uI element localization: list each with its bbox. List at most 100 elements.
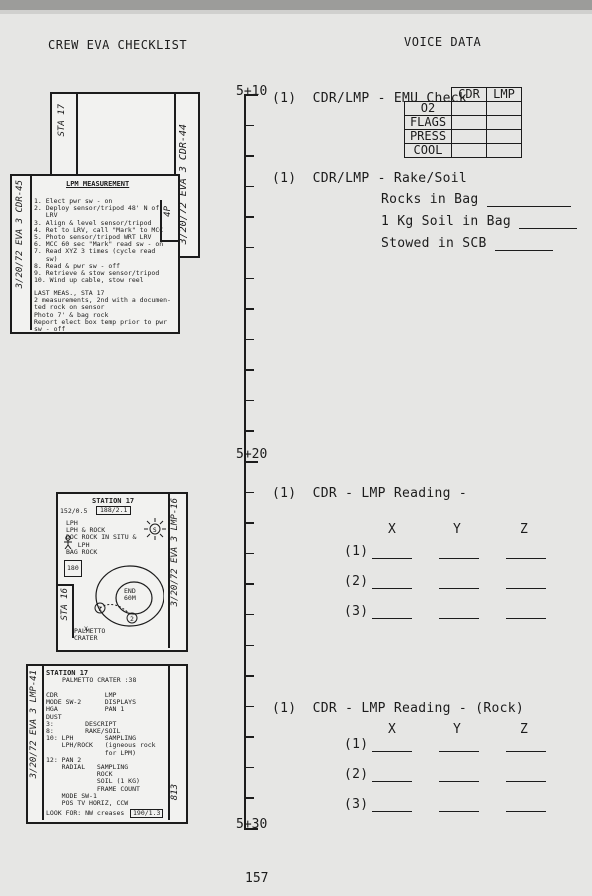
timeline-tick: [244, 94, 258, 96]
svg-text:S: S: [153, 527, 157, 534]
reading-blank[interactable]: [439, 751, 479, 752]
soil-in-bag-line: 1 Kg Soil in Bag: [381, 214, 578, 229]
timeline-tick: [244, 522, 254, 524]
step-number: (1): [272, 486, 297, 501]
emu-row-cool: COOL: [404, 143, 452, 158]
sun-icon: S: [144, 518, 166, 540]
axis-z-header: Z: [520, 522, 529, 537]
timeline-tick: [244, 583, 254, 585]
emu-cell[interactable]: [486, 129, 522, 144]
step-rake-soil: (1) CDR/LMP - Rake/Soil: [272, 171, 467, 186]
crater-label: PALMETTO CRATER: [74, 627, 106, 643]
card-body: CDR LMP MODE SW-2 DISPLAYS HGA PAN 1 DUS…: [46, 691, 156, 808]
timeline-tick: [244, 766, 254, 769]
axis-x-header: X: [388, 522, 397, 537]
emu-row-o2: O2: [404, 101, 452, 116]
reading-blank[interactable]: [372, 588, 412, 589]
card-body: 1. Elect pwr sw - on 2. Deploy sensor/tr…: [34, 197, 164, 285]
reading-blank[interactable]: [372, 781, 412, 782]
page-number: 157: [245, 871, 269, 886]
axis-z-header: Z: [520, 722, 529, 737]
emu-cell[interactable]: [451, 115, 487, 130]
card-side-label: 3/20/72 EVA 3 CDR-45: [15, 180, 25, 289]
reading-row-label: (2): [344, 767, 369, 782]
emu-cell[interactable]: [451, 101, 487, 116]
reading-blank[interactable]: [372, 751, 412, 752]
emu-col-lmp: LMP: [486, 87, 522, 102]
card-side-label: STA 16: [60, 588, 70, 621]
reading-blank[interactable]: [439, 588, 479, 589]
step-number: (1): [272, 171, 297, 186]
heading-box: 190/1.3: [130, 809, 164, 819]
card-title: STATION 17: [92, 497, 135, 505]
point-2: 2: [130, 615, 134, 623]
timeline-tick: [244, 216, 254, 218]
reading-blank[interactable]: [506, 618, 546, 619]
emu-cell[interactable]: [486, 115, 522, 130]
timeline-tick: [244, 308, 254, 310]
emu-row-flags: FLAGS: [404, 115, 452, 130]
timeline-label-mid: 5+20: [236, 447, 268, 462]
voice-data-header: VOICE DATA: [404, 35, 482, 49]
card-body-notes: LAST MEAS., STA 17 2 measurements, 2nd w…: [34, 289, 171, 334]
emu-cell[interactable]: [451, 143, 487, 158]
reading-blank[interactable]: [439, 781, 479, 782]
reading-blank[interactable]: [506, 781, 546, 782]
marker-box: 180: [64, 560, 82, 578]
item-label: 1 Kg Soil in Bag: [381, 214, 512, 229]
reading-blank[interactable]: [439, 618, 479, 619]
card-tab-label: 4P: [163, 206, 173, 217]
timeline-tick: [244, 675, 254, 677]
reading-blank[interactable]: [506, 811, 546, 812]
reading-blank[interactable]: [372, 558, 412, 559]
cuff-card-palmetto-crater: 3/20/72 EVA 3 LMP-41 813 STATION 17 PALM…: [26, 664, 188, 824]
timeline-tick: [244, 399, 254, 402]
step-lmp-reading: (1) CDR - LMP Reading -: [272, 486, 467, 501]
reading-blank[interactable]: [506, 588, 546, 589]
step-text: CDR/LMP - Rake/Soil: [312, 171, 468, 186]
timeline-tick: [244, 491, 254, 494]
reading-blank[interactable]: [372, 618, 412, 619]
emu-check-table: CDR LMP O2 FLAGS PRESS COOL: [404, 87, 522, 158]
point-1: 1: [98, 605, 102, 613]
blank-field[interactable]: [486, 194, 571, 207]
emu-cell[interactable]: [486, 101, 522, 116]
reading-row-label: (3): [344, 604, 369, 619]
timeline-tick: [244, 338, 254, 341]
timeline-tick: [244, 369, 254, 371]
axis-y-header: Y: [453, 722, 462, 737]
timeline-tick: [244, 644, 254, 646]
emu-cell[interactable]: [451, 129, 487, 144]
card-side-label: 3/20/72 EVA 3 LMP-16: [170, 498, 180, 607]
heading-box: 188/2.1: [96, 506, 132, 516]
blank-field[interactable]: [494, 238, 553, 251]
step-number: (1): [272, 91, 297, 106]
heading-box: 152/0.5: [60, 507, 88, 515]
crater-diagram: [92, 558, 165, 630]
reading-blank[interactable]: [506, 558, 546, 559]
item-label: Rocks in Bag: [381, 192, 479, 207]
reading-blank[interactable]: [439, 558, 479, 559]
card-subtitle: PALMETTO CRATER :38: [62, 676, 137, 684]
axis-y-header: Y: [453, 522, 462, 537]
timeline-tick: [244, 461, 258, 463]
stowed-in-scb-line: Stowed in SCB: [381, 236, 553, 251]
timeline-tick: [244, 828, 258, 830]
step-text: CDR - LMP Reading -: [312, 486, 468, 501]
reading-blank[interactable]: [439, 811, 479, 812]
x-mark: X: [84, 625, 88, 633]
timeline-tick: [244, 552, 254, 555]
reading-row-label: (1): [344, 544, 369, 559]
blank-field[interactable]: [519, 216, 578, 229]
card-title: STATION 17: [46, 669, 89, 677]
timeline-tick: [244, 797, 254, 799]
timeline-label-end: 5+30: [236, 817, 268, 832]
top-edge-shadow: [0, 10, 592, 14]
axis-x-header: X: [388, 722, 397, 737]
emu-cell[interactable]: [486, 143, 522, 158]
item-label: Stowed in SCB: [381, 236, 487, 251]
timeline-label-start: 5+10: [236, 84, 268, 99]
reading-blank[interactable]: [372, 811, 412, 812]
checklist-header: CREW EVA CHECKLIST: [48, 38, 188, 52]
reading-blank[interactable]: [506, 751, 546, 752]
